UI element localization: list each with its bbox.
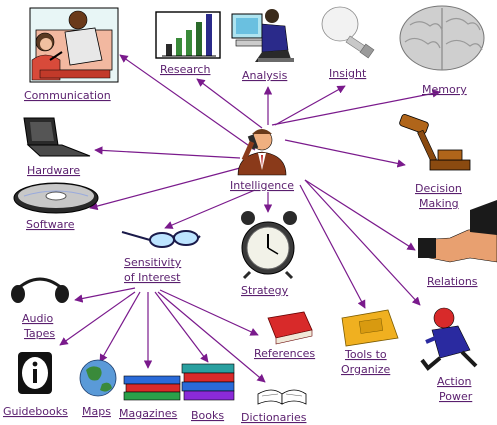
edge-to-dictionaries [157, 291, 266, 383]
light-bulb-icon [321, 6, 375, 59]
eyeglasses-icon [121, 230, 201, 248]
binder-icon [341, 309, 399, 347]
edges-sensitivity [59, 287, 266, 383]
edge-to-decision [284, 139, 406, 168]
label-insight[interactable]: Insight [329, 67, 367, 80]
label-dictionaries[interactable]: Dictionaries [241, 411, 307, 424]
label-research[interactable]: Research [160, 63, 210, 76]
analysis-illustration [231, 9, 294, 62]
magazines-stack-icon [123, 375, 181, 401]
intelligence-illustration [237, 129, 287, 176]
edge-to-audio [74, 287, 136, 303]
cd-disc-icon [13, 182, 99, 214]
label-magazines[interactable]: Magazines [119, 407, 178, 420]
alarm-clock-icon [241, 211, 297, 280]
label-books[interactable]: Books [191, 409, 224, 422]
label-audio-line1[interactable]: Audio [22, 312, 54, 325]
edge-to-software [89, 167, 241, 211]
label-action-line2[interactable]: Power [439, 390, 473, 403]
label-analysis[interactable]: Analysis [242, 69, 288, 82]
label-relations[interactable]: Relations [427, 275, 478, 288]
label-action-line1[interactable]: Action [437, 375, 471, 388]
label-hardware[interactable]: Hardware [27, 164, 80, 177]
edges-intelligence [89, 54, 441, 309]
edge-to-maps [99, 291, 141, 363]
edge-to-guidebooks [59, 291, 136, 346]
label-strategy[interactable]: Strategy [241, 284, 289, 297]
edge-to-books [154, 291, 209, 363]
label-communication[interactable]: Communication [24, 89, 111, 102]
red-book-icon [267, 311, 313, 345]
action-player-illustration [420, 307, 478, 371]
label-decision-line2[interactable]: Making [419, 197, 459, 210]
handshake-icon [418, 200, 497, 263]
label-tools-line1[interactable]: Tools to [344, 348, 387, 361]
edge-to-communication [119, 54, 256, 151]
edge-to-memory [271, 89, 441, 126]
label-decision-line1[interactable]: Decision [415, 182, 462, 195]
label-sensitivity-line2[interactable]: of Interest [124, 271, 181, 284]
label-memory[interactable]: Memory [422, 83, 467, 96]
edge-to-references [159, 289, 259, 336]
communication-illustration [29, 7, 119, 83]
label-sensitivity-line1[interactable]: Sensitivity [124, 256, 182, 269]
globe-icon [79, 359, 117, 397]
label-references[interactable]: References [254, 347, 315, 360]
edge-to-relations [304, 179, 416, 251]
edge-to-action [304, 179, 421, 306]
label-guidebooks[interactable]: Guidebooks [3, 405, 68, 418]
label-intelligence[interactable]: Intelligence [230, 179, 294, 192]
brain-icon [399, 5, 485, 71]
research-illustration [155, 11, 221, 59]
edge-to-insight [274, 85, 346, 126]
edge-to-tools [299, 184, 366, 309]
edge-to-sensitivity [164, 189, 256, 229]
edge-to-research [196, 78, 263, 129]
edge-to-hardware [94, 146, 241, 159]
label-audio-line2[interactable]: Tapes [23, 327, 55, 340]
open-book-icon [257, 389, 307, 405]
node-labels: Communication Research Analysis Insight … [3, 63, 478, 424]
label-maps[interactable]: Maps [82, 405, 111, 418]
gavel-icon [399, 114, 471, 171]
laptop-icon [23, 117, 91, 157]
info-icon [18, 352, 52, 394]
headphones-icon [11, 277, 69, 303]
label-tools-line2[interactable]: Organize [341, 363, 391, 376]
label-software[interactable]: Software [26, 218, 75, 231]
books-stack-icon [181, 363, 235, 401]
